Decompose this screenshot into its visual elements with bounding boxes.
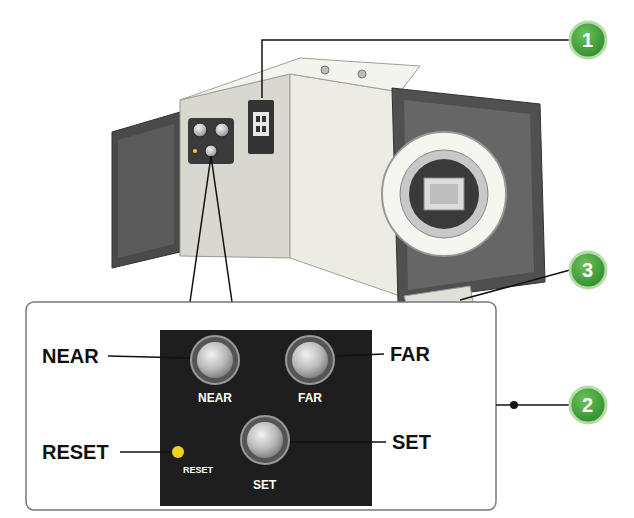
- button-label: RESET: [42, 442, 109, 462]
- button-label: NEAR: [42, 346, 99, 366]
- button-label: SET: [392, 432, 431, 452]
- button-label: FAR: [390, 344, 430, 364]
- callout-number: 1: [582, 30, 593, 50]
- panel-marking: FAR: [298, 392, 322, 404]
- callout-number: 3: [582, 260, 593, 280]
- panel-marking: RESET: [183, 466, 213, 475]
- callout-number: 2: [582, 395, 593, 415]
- panel-marking: SET: [253, 479, 276, 491]
- panel-marking: NEAR: [198, 392, 232, 404]
